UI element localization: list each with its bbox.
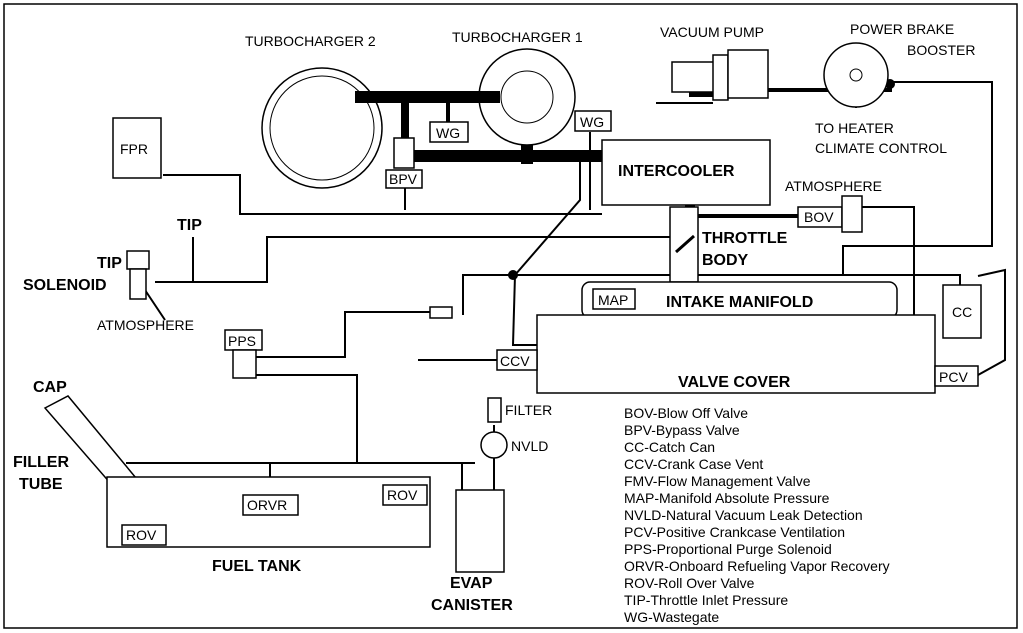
label-wg-1: WG bbox=[436, 125, 460, 141]
map-box bbox=[592, 288, 636, 310]
rov-box-left bbox=[121, 524, 167, 546]
label-wg-2: WG bbox=[580, 114, 604, 130]
label-evap-2: CANISTER bbox=[431, 597, 513, 614]
label-turbo2: TURBOCHARGER 2 bbox=[245, 33, 376, 49]
label-intercooler: INTERCOOLER bbox=[618, 163, 735, 180]
label-rov-left: ROV bbox=[126, 527, 157, 543]
ccv-box bbox=[496, 349, 538, 371]
manifold-feed-line bbox=[462, 274, 961, 315]
legend-item: ORVR-Onboard Refueling Vapor Recovery bbox=[624, 558, 890, 574]
label-filler-1: FILLER bbox=[13, 454, 69, 471]
catch-can-box bbox=[942, 284, 982, 339]
legend-item: FMV-Flow Management Valve bbox=[624, 473, 811, 489]
pps-body bbox=[232, 349, 257, 379]
label-pcv: PCV bbox=[939, 369, 968, 385]
label-tip-solenoid-1: TIP bbox=[97, 255, 122, 272]
legend-item: BPV-Bypass Valve bbox=[624, 422, 740, 438]
label-throttle-1: THROTTLE bbox=[702, 230, 788, 247]
label-rov-right: ROV bbox=[387, 487, 418, 503]
legend-item: CC-Catch Can bbox=[624, 439, 715, 455]
legend-item: WG-Wastegate bbox=[624, 609, 719, 625]
nvld-circle bbox=[480, 431, 508, 459]
fpr-line bbox=[163, 174, 602, 215]
purge-line bbox=[256, 311, 430, 358]
label-filter: FILTER bbox=[505, 402, 552, 418]
throttle-plate bbox=[675, 234, 695, 254]
cc-loop-line bbox=[977, 268, 1006, 376]
label-tip-solenoid-2: SOLENOID bbox=[23, 277, 107, 294]
label-nvld: NVLD bbox=[511, 438, 548, 454]
label-ccv: CCV bbox=[500, 353, 530, 369]
label-orvr: ORVR bbox=[247, 497, 287, 513]
tip-solenoid-top bbox=[126, 250, 150, 270]
legend-item: NVLD-Natural Vacuum Leak Detection bbox=[624, 507, 863, 523]
legend-item: PPS-Proportional Purge Solenoid bbox=[624, 541, 832, 557]
tip-line bbox=[155, 236, 690, 283]
rov-box-right bbox=[382, 484, 428, 506]
wg-box-2 bbox=[574, 110, 612, 132]
label-valve-cover: VALVE COVER bbox=[678, 374, 791, 391]
label-vacuum-pump: VACUUM PUMP bbox=[660, 24, 764, 40]
label-bpv: BPV bbox=[389, 171, 418, 187]
label-filler-2: TUBE bbox=[19, 476, 63, 493]
tip-solenoid-atm bbox=[144, 289, 166, 321]
filter-box bbox=[487, 397, 502, 423]
label-tip: TIP bbox=[177, 217, 202, 234]
wg-box-1 bbox=[429, 121, 469, 143]
label-fpr: FPR bbox=[120, 141, 148, 157]
legend-item: TIP-Throttle Inlet Pressure bbox=[624, 592, 788, 608]
legend-item: MAP-Manifold Absolute Pressure bbox=[624, 490, 830, 506]
check-valve bbox=[429, 306, 453, 319]
label-pps: PPS bbox=[228, 333, 256, 349]
power-brake-booster bbox=[823, 42, 889, 108]
label-evap-1: EVAP bbox=[450, 575, 493, 592]
label-fuel-tank: FUEL TANK bbox=[212, 558, 302, 575]
label-cc: CC bbox=[952, 304, 972, 320]
label-heater-1: TO HEATER bbox=[815, 120, 894, 136]
intercooler-box bbox=[601, 139, 771, 206]
label-throttle-2: BODY bbox=[702, 252, 749, 269]
legend-item: CCV-Crank Case Vent bbox=[624, 456, 763, 472]
label-atmosphere-tip: ATMOSPHERE bbox=[97, 317, 194, 333]
throttle-body-box bbox=[669, 206, 699, 283]
bov-atmosphere-line bbox=[862, 206, 915, 318]
vacuum-pump bbox=[671, 49, 769, 101]
label-intake-manifold: INTAKE MANIFOLD bbox=[666, 294, 813, 311]
bpv-valve bbox=[393, 137, 415, 169]
label-turbo1: TURBOCHARGER 1 bbox=[452, 29, 583, 45]
turbocharger-2 bbox=[261, 67, 383, 189]
label-pbb-1: POWER BRAKE bbox=[850, 21, 954, 37]
fpr-box bbox=[112, 117, 162, 179]
bpv-box bbox=[385, 169, 423, 189]
label-atmosphere-bov: ATMOSPHERE bbox=[785, 178, 882, 194]
label-heater-2: CLIMATE CONTROL bbox=[815, 140, 947, 156]
label-map: MAP bbox=[598, 292, 628, 308]
label-cap: CAP bbox=[33, 379, 67, 396]
legend: BOV-Blow Off Valve BPV-Bypass Valve CC-C… bbox=[624, 405, 890, 625]
pcv-box bbox=[934, 365, 979, 387]
legend-item: PCV-Positive Crankcase Ventilation bbox=[624, 524, 845, 540]
tip-solenoid-body bbox=[129, 268, 147, 300]
label-bov: BOV bbox=[804, 209, 834, 225]
orvr-box bbox=[242, 494, 299, 516]
legend-item: ROV-Roll Over Valve bbox=[624, 575, 755, 591]
brake-booster-line bbox=[842, 81, 993, 275]
bov-valve bbox=[841, 195, 863, 233]
evap-canister-box bbox=[455, 489, 505, 573]
junction-dot bbox=[508, 270, 518, 280]
legend-item: BOV-Blow Off Valve bbox=[624, 405, 748, 421]
label-pbb-2: BOOSTER bbox=[907, 42, 975, 58]
